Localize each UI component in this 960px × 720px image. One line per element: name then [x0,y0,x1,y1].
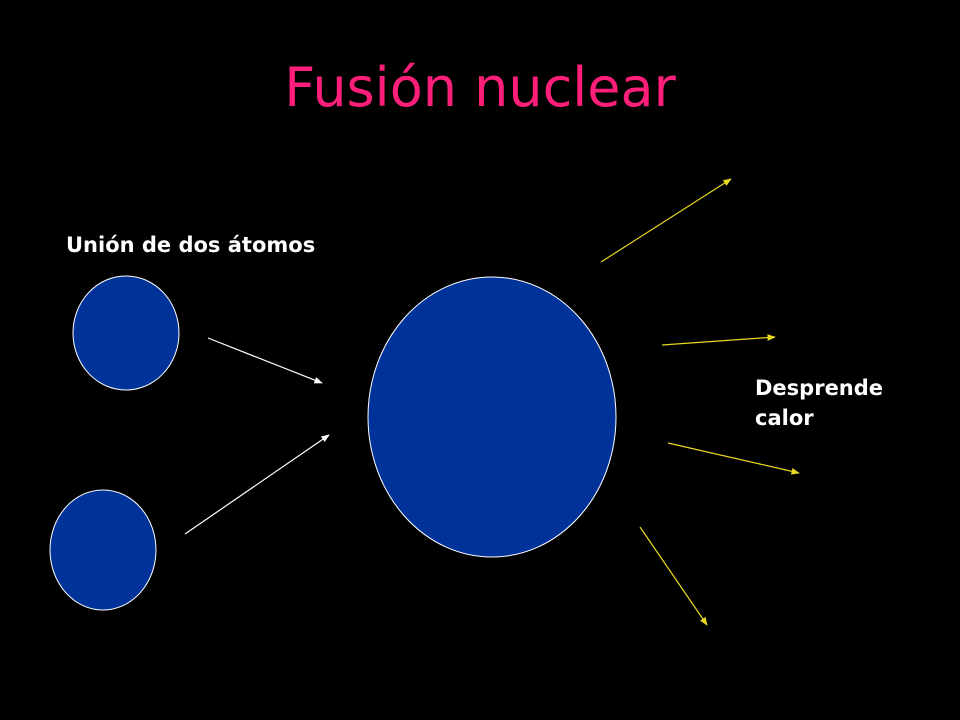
heat-label: Desprende calor [755,373,925,433]
heat-arrow-1 [600,178,732,263]
input-arrow-bottom [184,434,330,535]
heat-label-line-2: calor [755,406,814,430]
small-atom-top [72,275,180,391]
small-atom-bottom [49,489,157,611]
heat-arrow-4 [639,526,708,626]
slide-title: Fusión nuclear [284,56,676,119]
fused-atom [367,276,617,558]
input-arrow-top [207,337,323,384]
union-label: Unión de dos átomos [66,233,316,257]
heat-label-line-1: Desprende [755,376,884,400]
heat-arrow-3 [667,442,800,475]
heat-arrow-2 [661,334,776,346]
